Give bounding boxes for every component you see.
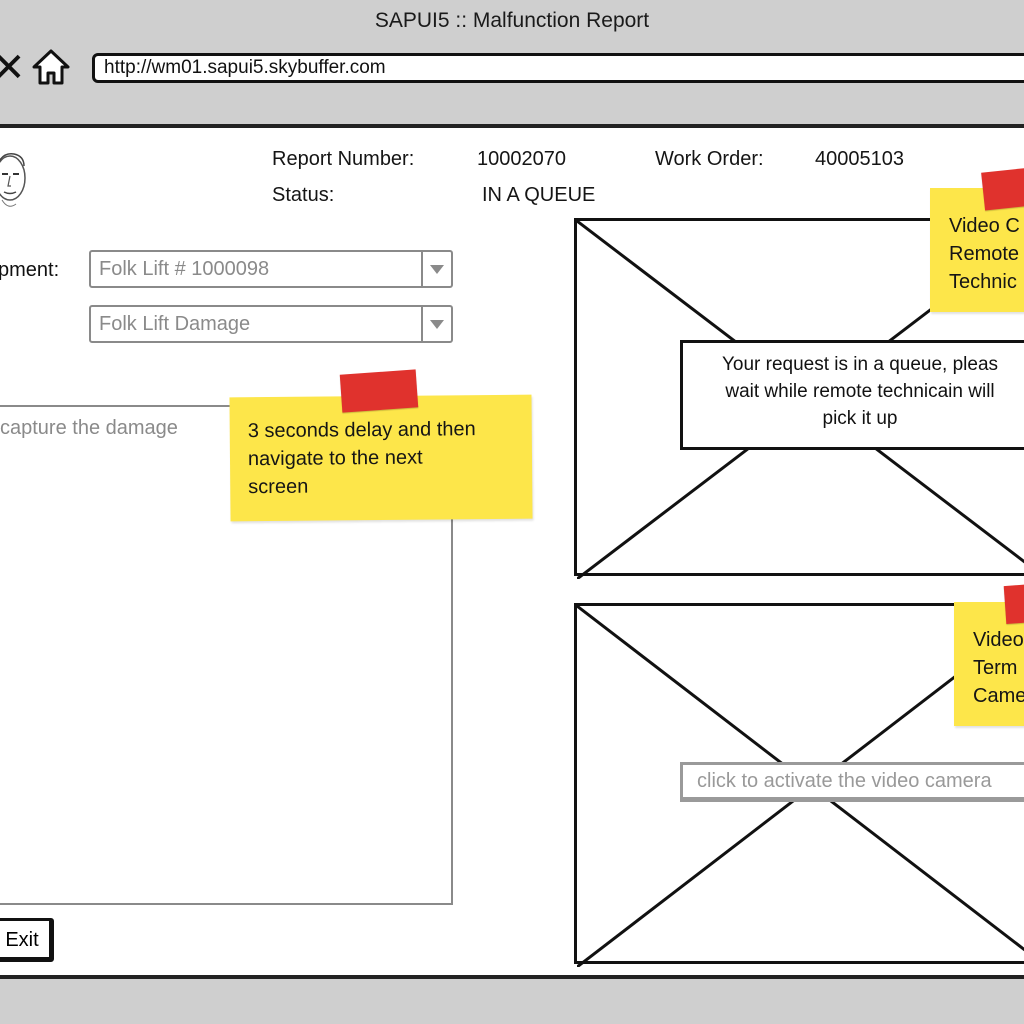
work-order-value: 40005103 (815, 148, 904, 170)
sticky-note-line: 3 seconds delay and then (247, 418, 476, 443)
queue-message-line: wait while remote technicain will (725, 381, 995, 402)
equipment-select[interactable]: Folk Lift # 1000098 (89, 250, 453, 288)
equipment-label: pment: (0, 259, 60, 281)
window-titlebar: SAPUI5 :: Malfunction Report (0, 0, 1024, 47)
queue-message-line: Your request is in a queue, pleas (721, 354, 999, 375)
sticky-note-delay: 3 seconds delay and then navigate to the… (229, 394, 533, 522)
queue-message-line: pick it up (822, 408, 898, 429)
sticky-note-line: navigate to the next (247, 446, 423, 471)
sticky-note-line: Remote (949, 243, 1020, 265)
window-title: SAPUI5 :: Malfunction Report (374, 9, 650, 32)
sticky-note-line: screen (248, 475, 309, 499)
close-icon[interactable]: ✕ (0, 46, 26, 90)
browser-toolbar: ✕ http://wm01.sapui5.skybuffer.com (0, 46, 1024, 128)
sticky-tape (1003, 583, 1024, 625)
damage-type-select[interactable]: Folk Lift Damage (89, 305, 453, 343)
sticky-tape (339, 369, 419, 413)
report-number-label: Report Number: (272, 148, 415, 170)
sticky-tape (981, 167, 1024, 211)
sticky-note-remote: Video C Remote Technic (930, 188, 1024, 312)
work-order-label: Work Order: (655, 148, 764, 170)
url-input[interactable]: http://wm01.sapui5.skybuffer.com (92, 53, 1024, 83)
chevron-down-icon[interactable] (421, 307, 451, 341)
status-label: Status: (272, 184, 335, 206)
sticky-note-line: Video C (949, 215, 1020, 237)
damage-type-select-value: Folk Lift Damage (99, 313, 251, 335)
damage-description-placeholder: capture the damage (0, 417, 178, 439)
avatar-icon (0, 153, 26, 207)
window-statusbar (0, 975, 1024, 1024)
sticky-note-line: Technic (949, 271, 1017, 293)
chevron-down-icon[interactable] (421, 252, 451, 286)
sticky-note-line: Came (973, 685, 1024, 707)
sticky-note-line: Video (973, 629, 1024, 651)
activate-camera-button[interactable]: click to activate the video camera (680, 762, 1024, 802)
equipment-select-value: Folk Lift # 1000098 (99, 258, 270, 280)
status-value: IN A QUEUE (482, 184, 596, 206)
sticky-note-line: Term (973, 657, 1018, 679)
exit-button[interactable]: Exit (0, 918, 54, 962)
report-number-value: 10002070 (477, 148, 566, 170)
home-icon[interactable] (30, 46, 72, 88)
queue-message: Your request is in a queue, pleas wait w… (680, 340, 1024, 450)
